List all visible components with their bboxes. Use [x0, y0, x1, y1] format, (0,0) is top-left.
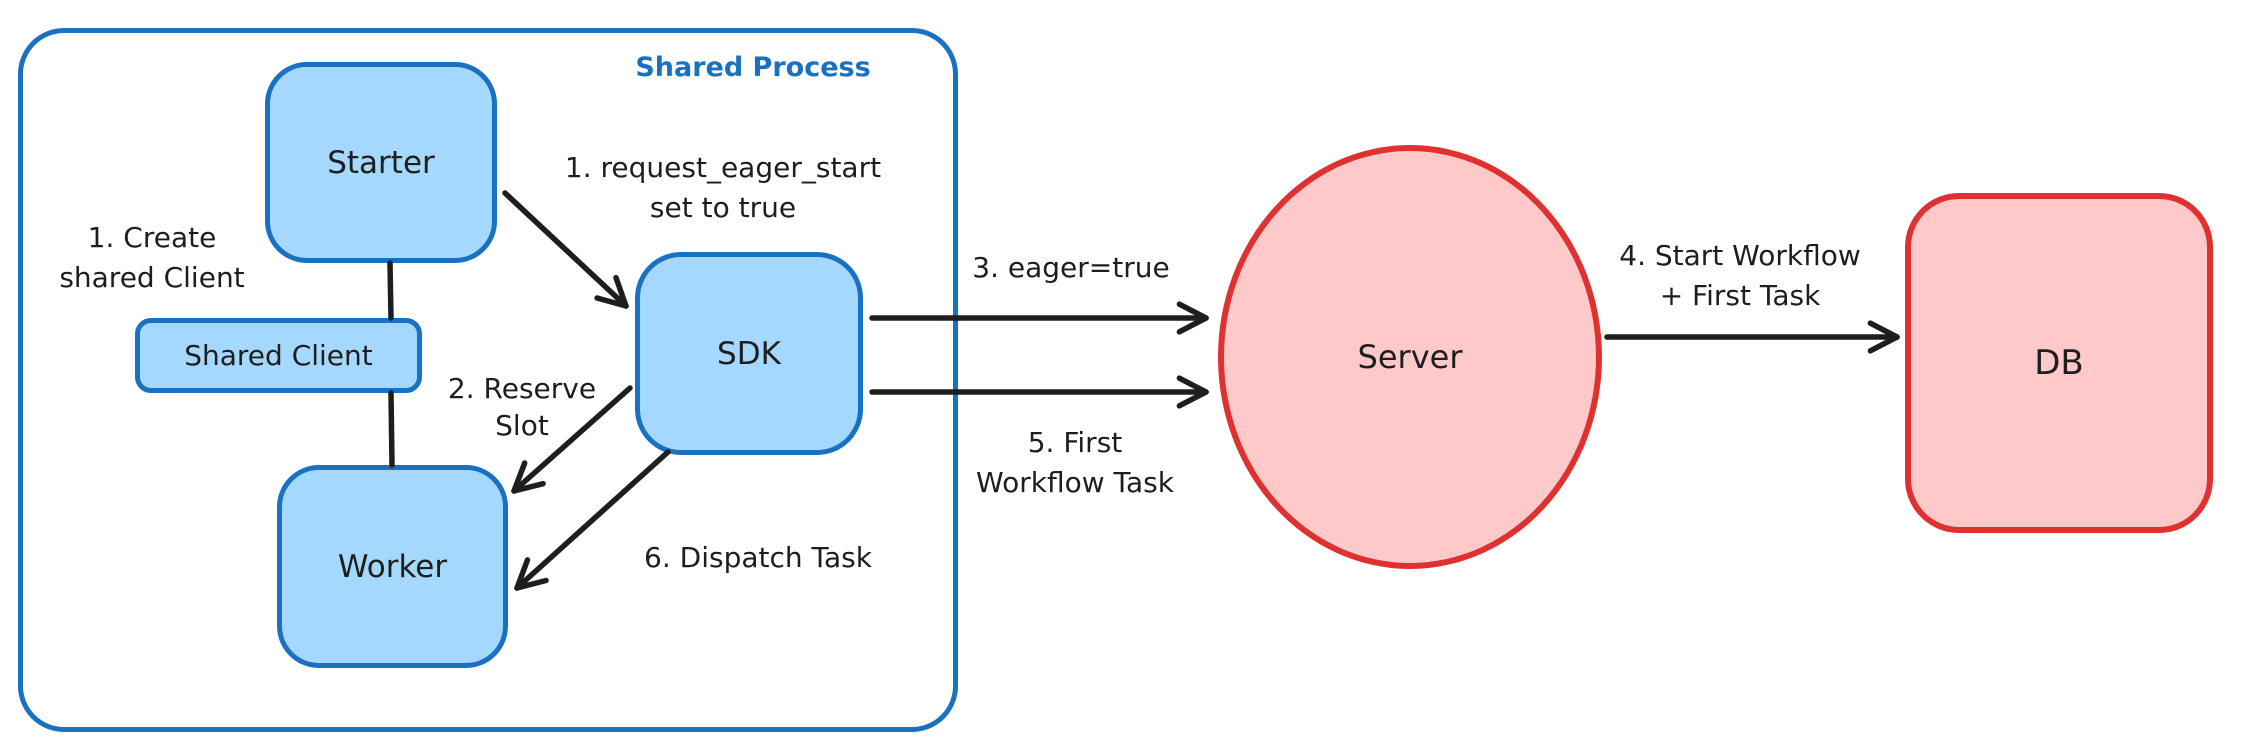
annotation-request-eager-start: 1. request_eager_start set to true — [564, 151, 882, 224]
arrowhead-sdk-to-server-first-task — [1176, 389, 1209, 409]
arrowhead-server-to-db — [1867, 320, 1900, 340]
annotation-create-shared-client: 1. Create shared Client — [59, 221, 245, 294]
node-server-label: Server — [1357, 338, 1463, 376]
arrowhead-sdk-to-server-eager — [1176, 315, 1209, 335]
shared-process-label: Shared Process — [635, 52, 871, 83]
node-worker-label: Worker — [337, 548, 448, 585]
annotation-reserve-slot: 2. Reserve Slot — [447, 372, 597, 442]
annotation-dispatch-task: 6. Dispatch Task — [644, 541, 872, 574]
node-db-label: DB — [2034, 343, 2084, 383]
node-shared-client: Shared Client — [135, 318, 422, 393]
node-sdk-label: SDK — [717, 335, 781, 372]
arrowhead-server-to-db — [1867, 334, 1900, 354]
arrowhead-sdk-to-server-first-task — [1176, 375, 1209, 395]
annotation-first-workflow-task: 5. First Workflow Task — [976, 426, 1174, 499]
node-starter: Starter — [265, 62, 497, 263]
shared-process-container — [18, 28, 958, 732]
node-server: Server — [1218, 145, 1602, 569]
arrowhead-sdk-to-server-eager — [1176, 301, 1209, 321]
node-worker: Worker — [277, 465, 508, 668]
annotation-eager-true: 3. eager=true — [972, 251, 1170, 284]
node-db: DB — [1905, 193, 2213, 533]
node-shared-client-label: Shared Client — [184, 339, 373, 372]
node-starter-label: Starter — [327, 144, 435, 181]
node-sdk: SDK — [635, 252, 863, 455]
annotation-start-workflow: 4. Start Workflow + First Task — [1619, 239, 1861, 312]
